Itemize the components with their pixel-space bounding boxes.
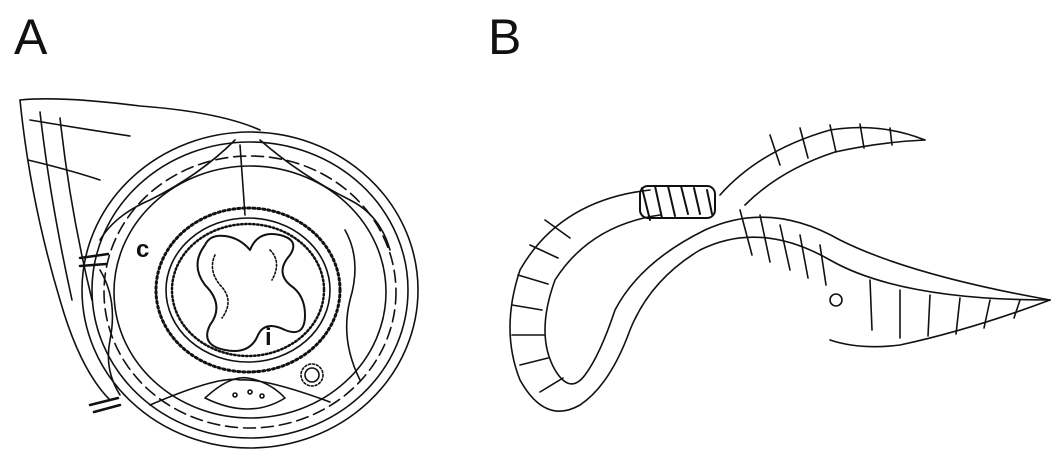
clitellum (642, 186, 712, 220)
worm-body-outer-edge (510, 190, 1050, 411)
loop-segment-rings (512, 220, 570, 392)
worm-tail-upper-edge (720, 128, 925, 195)
segment-rings (740, 210, 1020, 338)
genital-pore (830, 294, 842, 306)
worm-body-inner-edge (545, 215, 1050, 384)
